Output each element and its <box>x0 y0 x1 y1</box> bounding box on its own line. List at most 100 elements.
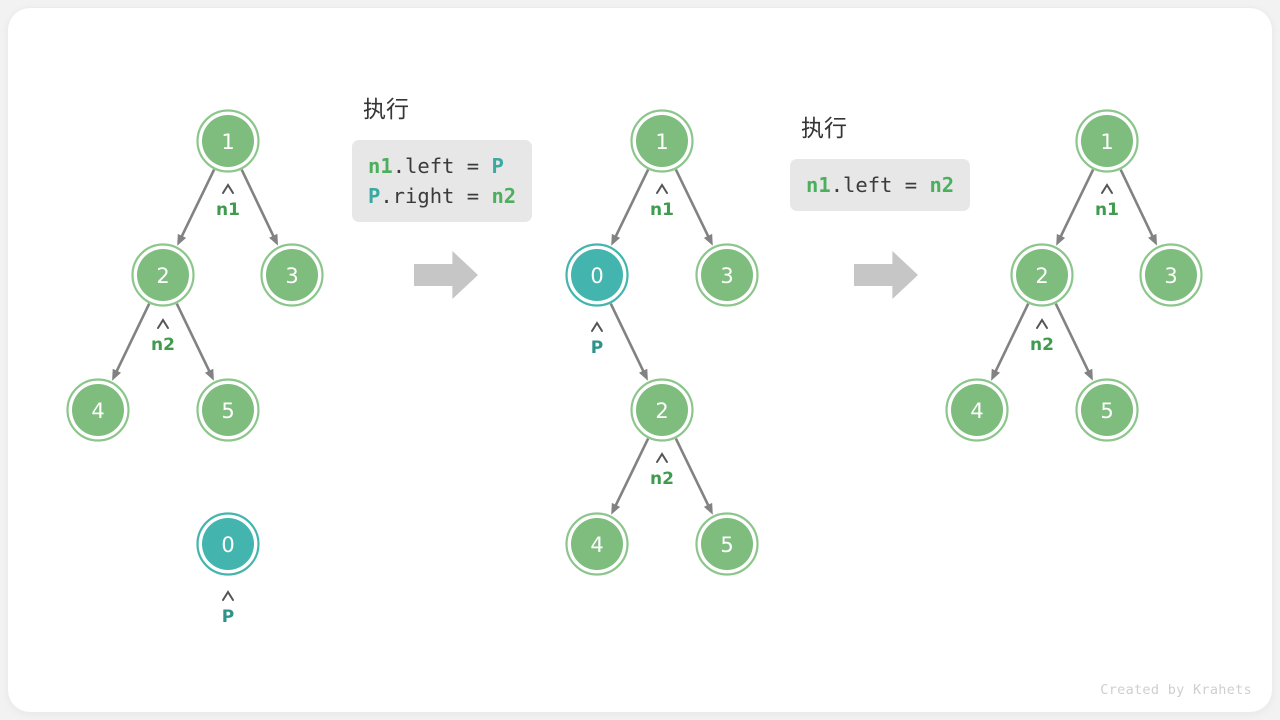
tree-edge-arrowhead <box>703 502 713 515</box>
pointer-caret-icon <box>157 318 169 329</box>
node-outer-ring <box>260 243 324 307</box>
node-circle <box>571 518 623 570</box>
node-circle <box>701 249 753 301</box>
tree-edge-arrowhead <box>112 368 122 381</box>
node-outer-ring <box>565 512 629 576</box>
tree-edge <box>612 437 650 511</box>
tree-node[interactable]: 1 <box>630 109 694 173</box>
tree-node[interactable]: 5 <box>1075 378 1139 442</box>
tree-edge-arrowhead <box>611 502 621 515</box>
tree-edge <box>612 168 650 242</box>
node-circle <box>1145 249 1197 301</box>
tree-node[interactable]: 3 <box>1139 243 1203 307</box>
tree-node[interactable]: 1 <box>196 109 260 173</box>
node-value-label: 5 <box>720 533 733 557</box>
tree-middle-edges <box>609 168 713 515</box>
tree-node[interactable]: 0 <box>565 243 629 307</box>
code-line: n1.left = n2 <box>806 170 954 200</box>
node-circle <box>202 384 254 436</box>
tree-edge-arrowhead <box>611 233 621 246</box>
tree-node[interactable]: 3 <box>260 243 324 307</box>
node-outer-ring <box>1075 109 1139 173</box>
code-token: n2 <box>929 173 955 197</box>
node-outer-ring <box>1010 243 1074 307</box>
node-value-label: 0 <box>221 533 234 557</box>
pointer-label: n1 <box>650 200 674 220</box>
tree-node[interactable]: 0 <box>196 512 260 576</box>
step-title-step-3: 执行 <box>801 116 847 142</box>
node-value-label: 4 <box>91 399 104 423</box>
node-value-label: 5 <box>1100 399 1113 423</box>
tree-node[interactable]: 3 <box>695 243 759 307</box>
node-value-label: 1 <box>221 130 234 154</box>
node-value-label: 2 <box>655 399 668 423</box>
code-token: .right = <box>380 184 492 209</box>
pointer-label: n2 <box>650 469 674 489</box>
node-value-label: 2 <box>156 264 169 288</box>
tree-after-edges <box>991 168 1157 381</box>
node-outer-ring <box>695 512 759 576</box>
tree-after-nodes: 1 2 3 4 5 <box>945 109 1203 442</box>
node-outer-ring <box>945 378 1009 442</box>
tree-edge <box>1119 168 1157 242</box>
tree-edge <box>178 168 216 242</box>
tree-edge <box>113 302 151 377</box>
pointer-label: n1 <box>216 200 240 220</box>
node-circle <box>701 518 753 570</box>
node-value-label: 4 <box>590 533 603 557</box>
tree-before-pointers: n1 n2P <box>151 183 240 627</box>
tree-edge-arrowhead <box>703 233 713 246</box>
code-token: .left = <box>392 154 492 178</box>
node-value-label: 5 <box>221 399 234 423</box>
node-circle <box>571 249 623 301</box>
code-token: n1 <box>806 173 831 197</box>
tree-node[interactable]: 1 <box>1075 109 1139 173</box>
tree-edge-arrowhead <box>269 233 278 246</box>
tree-edge <box>609 302 647 377</box>
tree-edge <box>1057 168 1095 242</box>
code-token: P <box>368 184 381 209</box>
tree-node[interactable]: 2 <box>1010 243 1074 307</box>
node-value-label: 3 <box>720 264 733 288</box>
pointer-caret-icon <box>222 590 234 601</box>
code-line: P.right = n2 <box>368 181 516 211</box>
tree-edge-arrowhead <box>1056 233 1066 246</box>
tree-node[interactable]: 2 <box>131 243 195 307</box>
tree-node[interactable]: 4 <box>66 378 130 442</box>
node-outer-ring <box>565 243 629 307</box>
node-circle <box>72 384 124 436</box>
node-outer-ring <box>131 243 195 307</box>
node-value-label: 2 <box>1035 264 1048 288</box>
tree-edge <box>674 168 712 242</box>
code-token: P <box>491 154 504 178</box>
node-outer-ring <box>695 243 759 307</box>
node-circle <box>636 384 688 436</box>
node-value-label: 0 <box>590 264 603 288</box>
tree-node[interactable]: 5 <box>695 512 759 576</box>
pointer-caret-icon <box>591 321 603 332</box>
transition-arrow-1 <box>414 251 478 299</box>
tree-node[interactable]: 4 <box>945 378 1009 442</box>
node-outer-ring <box>66 378 130 442</box>
node-outer-ring <box>630 109 694 173</box>
node-circle <box>266 249 318 301</box>
code-block-step-3: n1.left = n2 <box>790 159 971 212</box>
node-circle <box>137 249 189 301</box>
node-value-label: 3 <box>1164 264 1177 288</box>
tree-node[interactable]: 2 <box>630 378 694 442</box>
tree-edge-arrowhead <box>1083 368 1093 381</box>
tree-node[interactable]: 5 <box>196 378 260 442</box>
pointer-label: n2 <box>151 335 175 355</box>
node-circle <box>636 115 688 167</box>
pointer-label: n1 <box>1095 200 1119 220</box>
pointer-label: P <box>222 607 234 627</box>
tree-edge-arrowhead <box>177 233 187 246</box>
tree-node[interactable]: 4 <box>565 512 629 576</box>
credit-text: Created by Krahets <box>1100 682 1252 698</box>
node-value-label: 3 <box>285 264 298 288</box>
step-title-step-2: 执行 <box>363 97 409 123</box>
code-token: .left = <box>830 173 930 197</box>
